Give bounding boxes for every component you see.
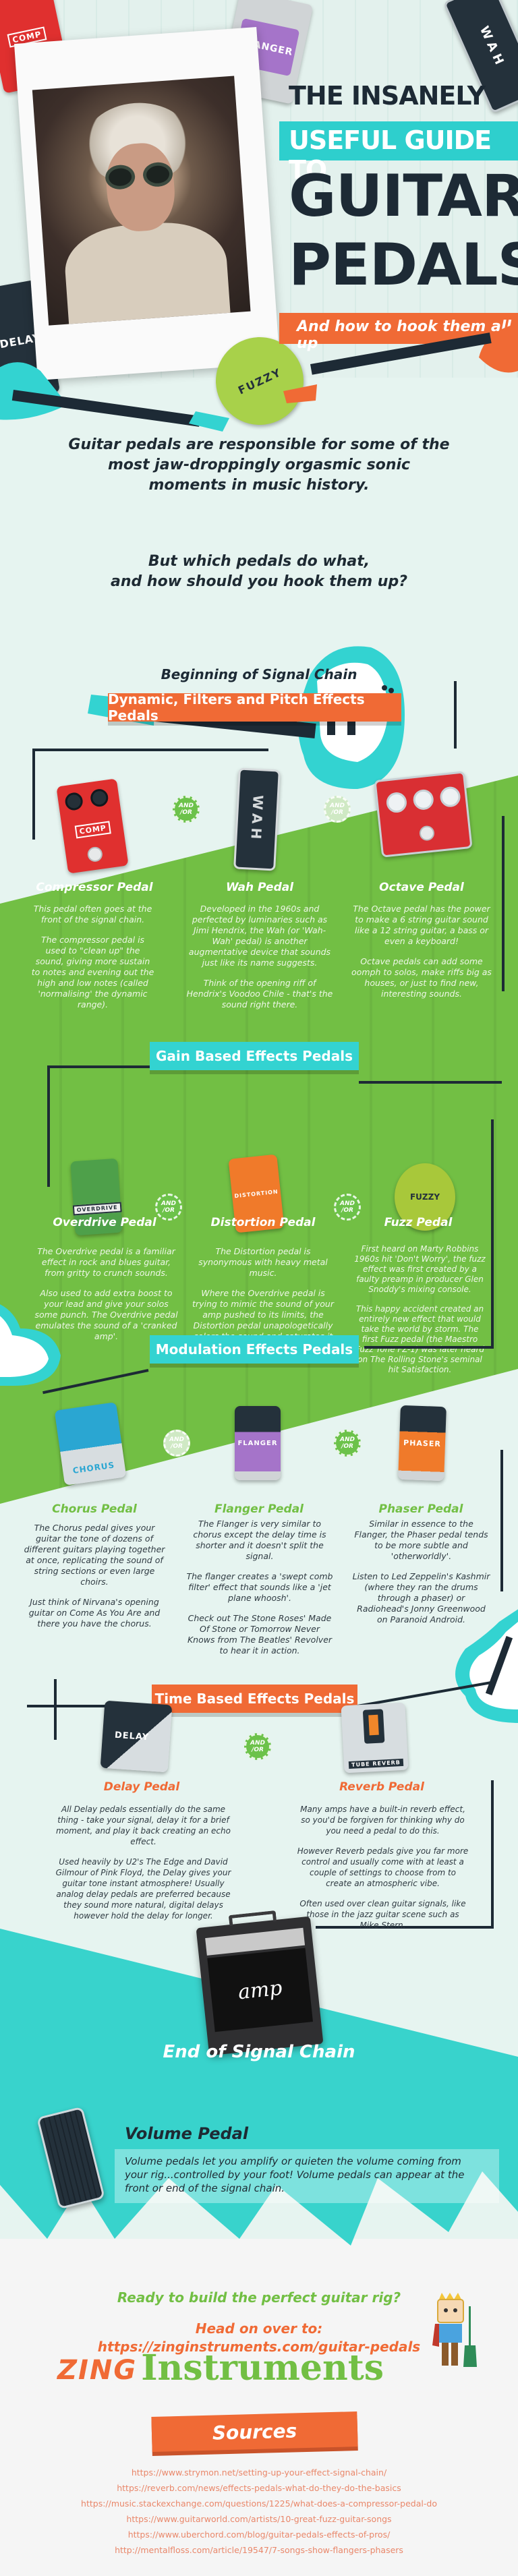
pedal-description: First heard on Marty Robbins 1960s hit '…: [354, 1244, 486, 1374]
source-link[interactable]: https://music.stackexchange.com/question…: [81, 2498, 437, 2509]
source-link[interactable]: https://www.strymon.net/setting-up-your-…: [131, 2467, 387, 2478]
pedal-description: This pedal often goes at the front of th…: [31, 904, 154, 1009]
doc-brown-photo: [32, 76, 251, 326]
pedal-description: The Octave pedal has the power to make a…: [351, 904, 492, 999]
pedal-title: Reverb Pedal: [339, 1780, 424, 1794]
source-link[interactable]: https://www.guitarworld.com/artists/10-g…: [126, 2514, 392, 2524]
section-banner-modulation: Modulation Effects Pedals: [150, 1335, 359, 1364]
pedal-title: Chorus Pedal: [52, 1502, 137, 1516]
title-line-2: USEFUL GUIDE TO: [289, 125, 492, 185]
volume-pedal-description: Volume pedals let you amplify or quieten…: [125, 2155, 465, 2194]
volume-pedal-title: Volume Pedal: [125, 2124, 249, 2143]
pedal-title: Wah Pedal: [225, 881, 294, 894]
volume-text-box: [115, 2149, 499, 2203]
pedal-description: Similar in essence to the Flanger, the P…: [352, 1519, 490, 1624]
tagline: And how to hook them all up: [297, 318, 511, 352]
section-banner-time: Time Based Effects Pedals: [152, 1685, 357, 1713]
wah-pedal-illustration: WAH: [233, 767, 281, 871]
signal-cable: [359, 1081, 502, 1084]
and-or-badge: AND /OR: [324, 796, 351, 823]
pedal-description: The Overdrive pedal is a familiar effect…: [34, 1246, 178, 1341]
source-link[interactable]: https://reverb.com/news/effects-pedals-w…: [117, 2483, 401, 2493]
logo-zing: ZING: [57, 2355, 138, 2386]
delay-pedal-illustration: DELAY: [100, 1700, 173, 1773]
pedal-title: Overdrive Pedal: [53, 1216, 156, 1229]
pedal-title: Compressor Pedal: [36, 881, 153, 894]
intro-paragraph-1: Guitar pedals are responsible for some o…: [68, 436, 450, 494]
pedal-description: The Chorus pedal gives your guitar the t…: [24, 1523, 165, 1629]
signal-cable: [27, 1705, 152, 1707]
zing-instruments-logo[interactable]: ZING Instruments: [57, 2345, 384, 2389]
title-line-3: GUITAR: [289, 163, 518, 230]
source-link[interactable]: https://www.uberchord.com/blog/guitar-pe…: [127, 2529, 391, 2540]
signal-cable: [47, 1065, 150, 1068]
title-line-1: THE INSANELY: [289, 81, 486, 111]
flanger-pedal-illustration: FLANGER: [235, 1406, 281, 1480]
mascot-guitarist-icon: [432, 2293, 477, 2367]
teal-guitar-icon: [0, 362, 229, 432]
signal-chain-end-label: End of Signal Chain: [163, 2042, 355, 2062]
sources-list: https://www.strymon.net/setting-up-your-…: [0, 2465, 518, 2558]
signal-cable: [364, 1346, 492, 1349]
pedal-title: Delay Pedal: [103, 1780, 180, 1794]
cta-question: Ready to build the perfect guitar rig?: [117, 2289, 401, 2306]
and-or-badge: AND /OR: [334, 1194, 361, 1221]
source-link[interactable]: http://mentalfloss.com/article/19547/7-s…: [115, 2545, 403, 2555]
signal-cable: [500, 1450, 503, 1591]
pedal-title: Fuzz Pedal: [384, 1216, 453, 1229]
signal-cable: [502, 816, 505, 991]
title-line-4: PEDALS: [289, 231, 518, 299]
section-banner-dynamic: Dynamic, Filters and Pitch Effects Pedal…: [108, 691, 401, 724]
sources-banner: Sources: [151, 2411, 358, 2452]
orange-guitar-icon: [283, 324, 518, 403]
cta-head-on: Head on over to: https://zinginstruments…: [0, 2320, 518, 2356]
title-highlight-teal: [279, 121, 518, 160]
logo-instruments: Instruments: [141, 2347, 384, 2389]
amplifier-illustration: amp: [196, 1910, 324, 2056]
pedal-description: All Delay pedals essentially do the same…: [55, 1805, 231, 1921]
pedal-title: Flanger Pedal: [214, 1502, 304, 1516]
signal-cable: [32, 749, 35, 840]
pedal-description: Many amps have a built-in reverb effect,…: [297, 1805, 469, 1930]
signal-cable: [47, 1065, 50, 1187]
and-or-badge: AND /OR: [155, 1194, 182, 1221]
octave-pedal-illustration: [374, 771, 473, 858]
pedal-description: Developed in the 1960s and perfected by …: [186, 904, 333, 1009]
polaroid-photo-frame: [13, 27, 281, 380]
signal-cable: [316, 1926, 492, 1929]
pedal-title: Distortion Pedal: [210, 1216, 316, 1229]
section-banner-gain: Gain Based Effects Pedals: [150, 1042, 359, 1070]
and-or-badge: AND /OR: [334, 1430, 361, 1457]
pedal-title: Octave Pedal: [379, 881, 464, 894]
pedal-title: Phaser Pedal: [378, 1502, 463, 1516]
signal-chain-start-label: Beginning of Signal Chain: [161, 666, 357, 682]
side-guitar-icon: [0, 1304, 61, 1386]
reverb-pedal-illustration: TUBE REVERB: [341, 1702, 409, 1774]
signal-cable: [491, 1780, 494, 1929]
signal-cable: [491, 1119, 494, 1349]
and-or-badge: AND /OR: [173, 796, 200, 823]
hero-section: COMP FLANGER WAH DELAY FUZZY THE INSANEL…: [0, 0, 518, 440]
signal-cable: [54, 1679, 57, 1740]
and-or-badge: AND /OR: [163, 1430, 190, 1457]
intro-paragraph-2: But which pedals do what, and how should…: [111, 553, 407, 590]
fuzz-pedal-illustration: FUZZY: [395, 1163, 455, 1231]
phaser-pedal-illustration: PHASER: [398, 1405, 447, 1482]
cta-url-link[interactable]: https://zinginstruments.com/guitar-pedal…: [97, 2339, 421, 2355]
right-guitar-icon: [455, 1609, 518, 1723]
compressor-pedal-illustration: COMP: [56, 778, 129, 874]
and-or-badge: AND /OR: [244, 1733, 271, 1760]
chorus-pedal-illustration: CHORUS: [54, 1402, 127, 1486]
pedal-description: The Flanger is very similar to chorus ex…: [186, 1519, 333, 1656]
signal-cable: [454, 681, 457, 749]
signal-cable: [32, 749, 268, 751]
